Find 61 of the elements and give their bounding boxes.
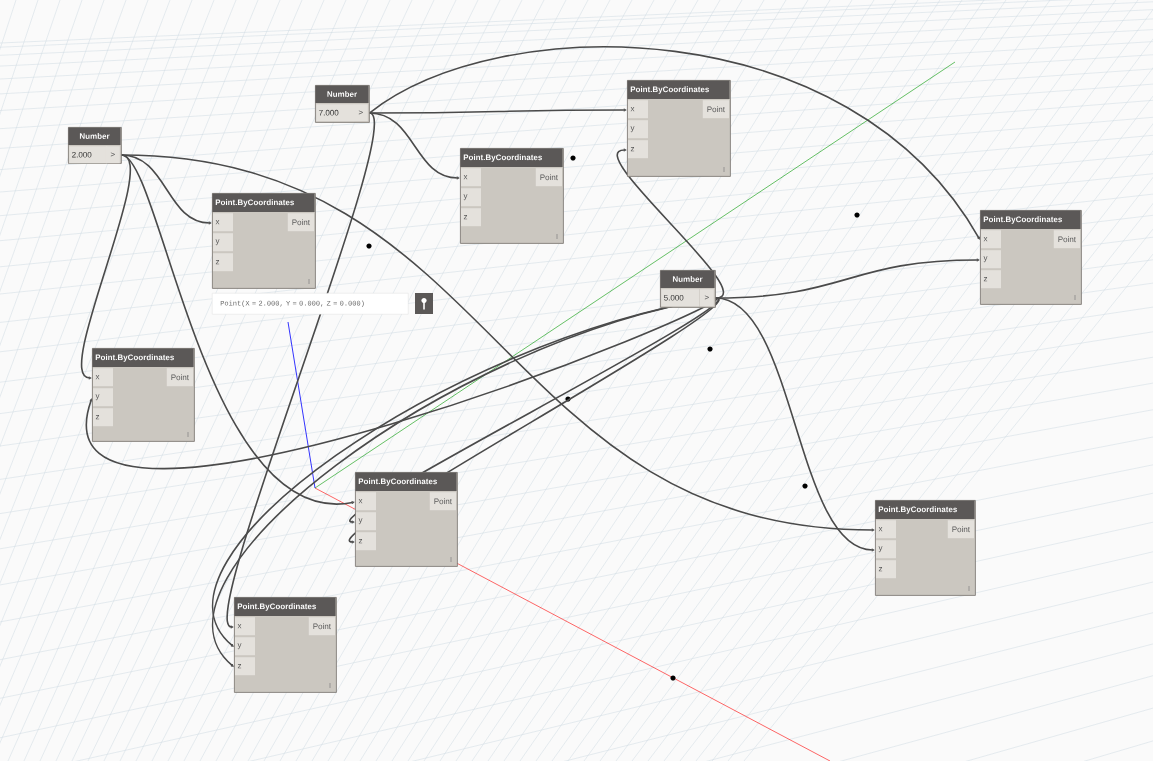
code-block bbox=[234, 597, 337, 693]
port-label: x bbox=[213, 213, 233, 232]
port-label: Point bbox=[947, 520, 974, 539]
port-label: z bbox=[981, 270, 1001, 289]
wire bbox=[616, 148, 724, 299]
port-label: y bbox=[628, 120, 648, 139]
header-title: Number bbox=[672, 276, 703, 282]
header-title: Point.ByCoordinates bbox=[630, 86, 709, 94]
wire bbox=[226, 112, 376, 629]
wire bbox=[120, 154, 875, 532]
port-label: z bbox=[93, 408, 113, 427]
port-label: Point bbox=[429, 492, 456, 511]
header-title: Point.ByCoordinates bbox=[358, 478, 437, 486]
port-label: Point bbox=[308, 617, 335, 636]
port-label: z bbox=[876, 560, 896, 579]
port-label: y bbox=[93, 388, 113, 407]
header-title: Point.ByCoordinates bbox=[95, 354, 174, 362]
port-label: y bbox=[235, 637, 255, 656]
port-label: y bbox=[981, 250, 1001, 269]
port-label: y bbox=[876, 540, 896, 559]
code-block bbox=[875, 500, 976, 596]
header-title: Point.ByCoordinates bbox=[878, 506, 957, 514]
number-block bbox=[68, 127, 122, 164]
code-block bbox=[355, 472, 458, 567]
port-label: y bbox=[356, 512, 376, 531]
port-label: Point bbox=[166, 368, 193, 387]
header-title: Point.ByCoordinates bbox=[463, 154, 542, 162]
code-block bbox=[212, 193, 316, 289]
wire bbox=[88, 297, 717, 470]
number-block bbox=[315, 85, 370, 123]
code-block bbox=[92, 348, 195, 442]
number-block bbox=[660, 270, 716, 308]
wire bbox=[80, 154, 132, 380]
port-label: z bbox=[461, 208, 481, 227]
port-label: y bbox=[213, 233, 233, 252]
header-title: Point.ByCoordinates bbox=[983, 216, 1062, 224]
code-block bbox=[627, 80, 731, 177]
port-label: Point bbox=[702, 100, 729, 119]
port-label: Point bbox=[1053, 230, 1080, 249]
port-label: y bbox=[461, 188, 481, 207]
port-label: x bbox=[93, 368, 113, 387]
code-block bbox=[980, 210, 1082, 305]
port-label: x bbox=[461, 168, 481, 187]
wire bbox=[368, 112, 460, 180]
port-label: Point bbox=[287, 213, 314, 232]
port-label: z bbox=[213, 253, 233, 272]
header-title: Point.ByCoordinates bbox=[237, 603, 316, 611]
port-label: z bbox=[235, 657, 255, 676]
port-label: x bbox=[235, 617, 255, 636]
header-title: Number bbox=[79, 133, 110, 139]
header-title: Point.ByCoordinates bbox=[215, 199, 294, 207]
port-label: x bbox=[356, 492, 376, 511]
code-block bbox=[460, 148, 564, 244]
port-label: x bbox=[628, 100, 648, 119]
wire bbox=[368, 46, 980, 240]
header-title: Number bbox=[327, 91, 357, 97]
port-label: Point bbox=[535, 168, 562, 187]
port-label: z bbox=[628, 140, 648, 159]
port-label: x bbox=[981, 230, 1001, 249]
port-label: z bbox=[356, 532, 376, 551]
port-label: x bbox=[876, 520, 896, 539]
